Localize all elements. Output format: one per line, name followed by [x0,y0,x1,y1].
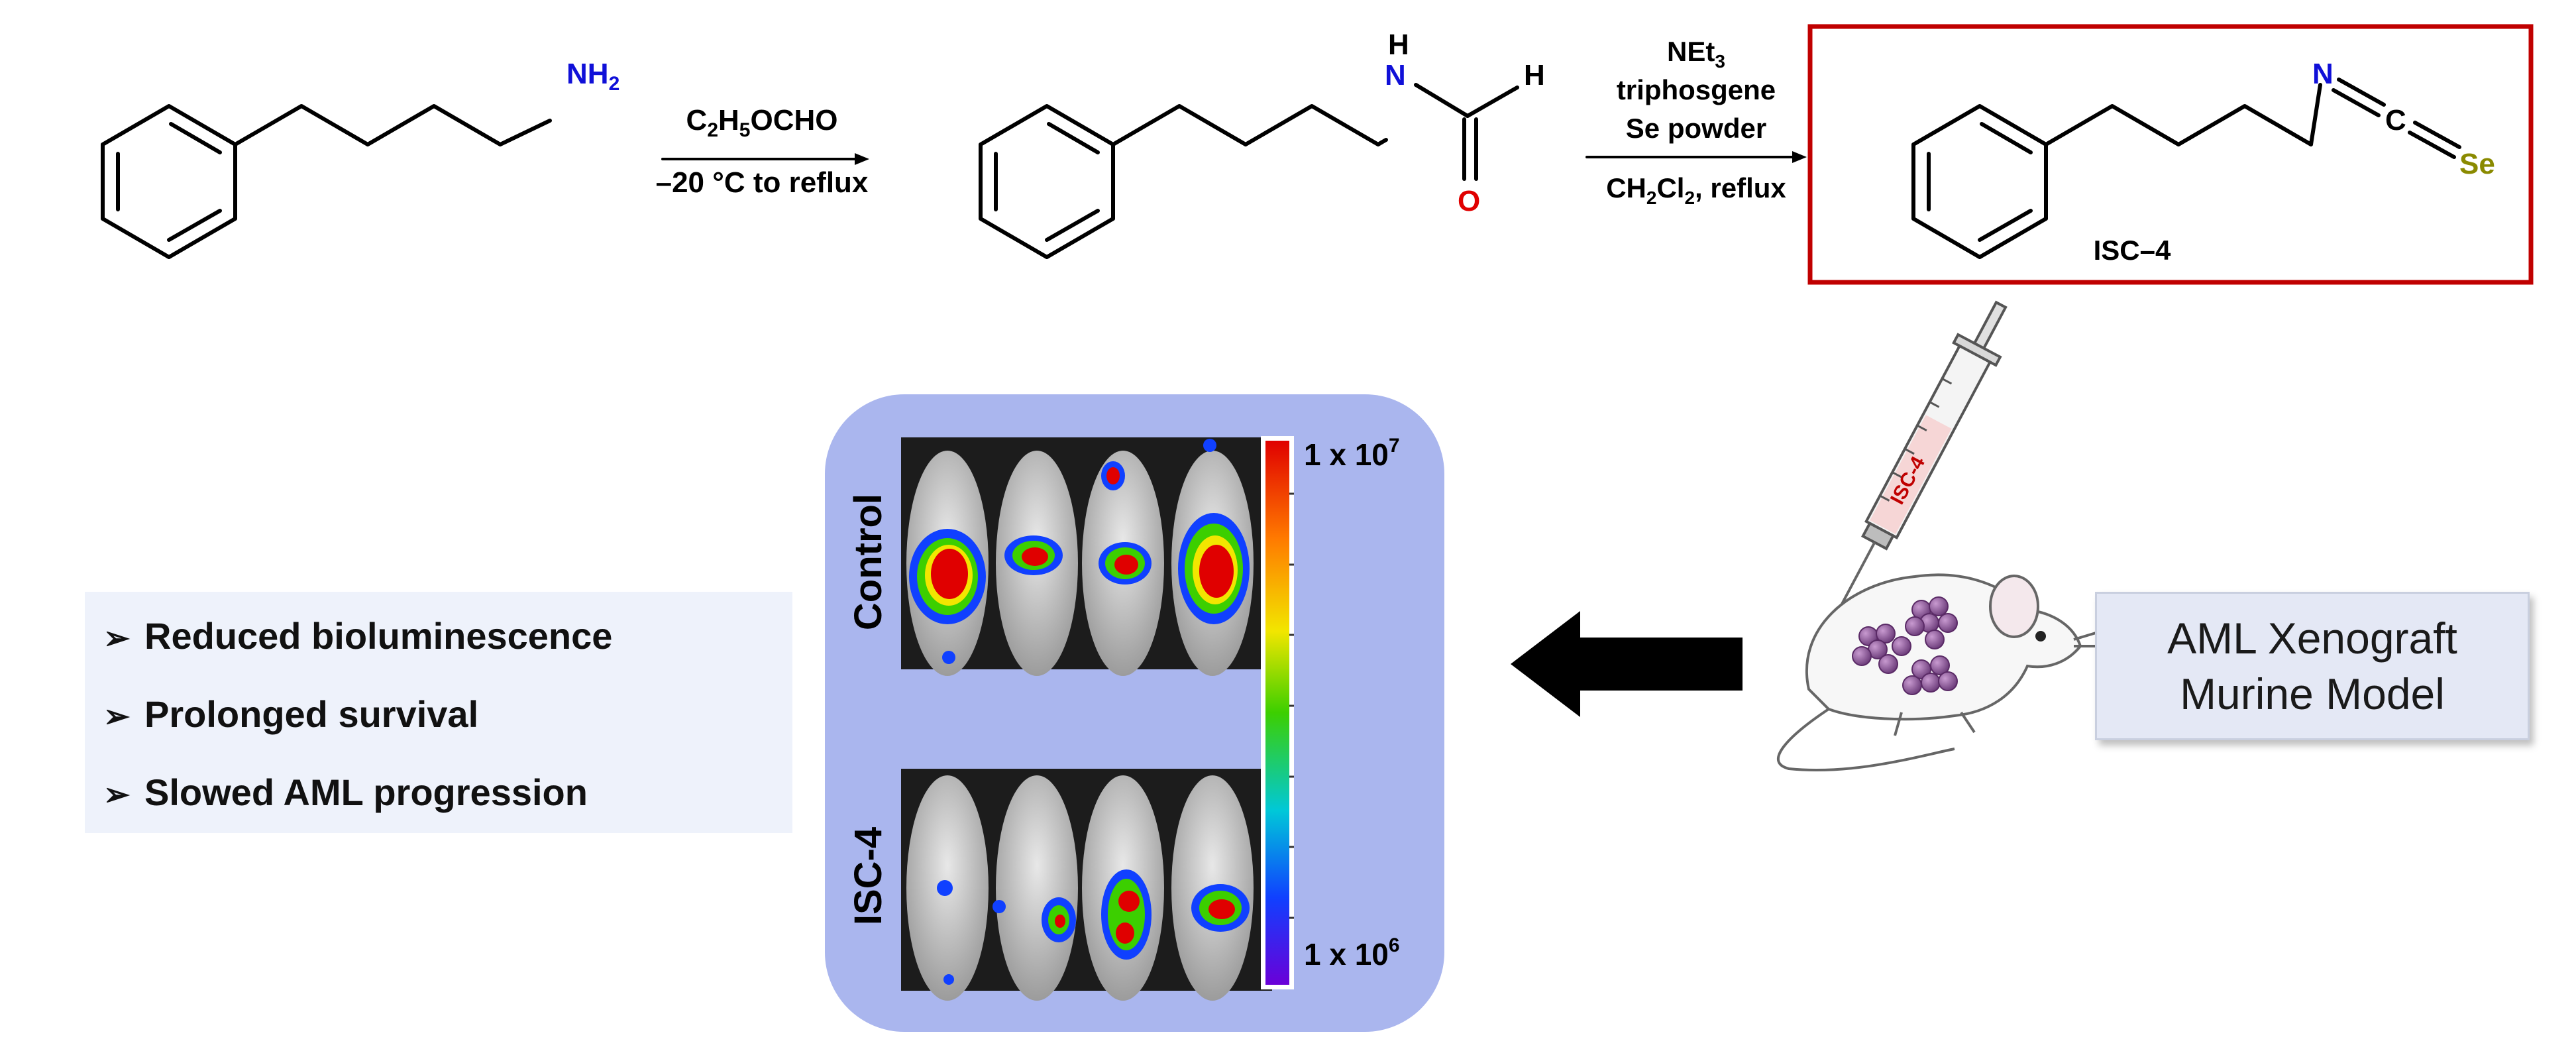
treated-image [901,769,1272,1001]
outcome-text: Reduced bioluminescence [144,615,613,657]
butyl-chain-2 [1111,104,1383,146]
formamide-ch-label: H [1524,59,1545,91]
arrowhead-bullet-icon: ➢ [103,621,131,656]
formamide-n-label: N [1385,59,1406,91]
treated-group-label: ISC-4 [847,827,890,925]
treated-signal-1 [937,880,954,985]
control-image [901,437,1272,676]
formamide-nh-label: H [1388,28,1409,61]
model-label-line2: Murine Model [2180,669,2445,718]
color-scale-bar: 1 x 107 1 x 106 [1261,435,1400,989]
control-signal-4 [1178,439,1250,624]
outcome-item: ➢ Reduced bioluminescence [103,614,612,657]
benzene-ring-1 [101,104,237,259]
treated-signal-2 [993,897,1076,942]
control-signal-3 [1099,461,1152,585]
c-eq-se-bond [2413,121,2461,149]
step2-reagents: NEt3 triphosgene Se powder CH2Cl2, reflu… [1606,36,1786,208]
step2-reagent-se: Se powder [1626,113,1766,144]
product-c-label: C [2385,104,2406,137]
n-eq-c-bond [2337,78,2386,107]
amine-label: NH2 [566,58,619,95]
outcome-item: ➢ Slowed AML progression [103,771,588,814]
scale-min-label: 1 x 106 [1304,934,1400,972]
reaction-scheme [101,78,2461,259]
atom-labels: NH2 N H H O N C Se [566,28,2495,217]
scale-max-label: 1 x 107 [1304,435,1400,472]
left-arrow-icon [1511,611,1743,717]
treated-signal-4 [1191,884,1250,932]
treated-signal-3 [1101,869,1152,960]
outcome-text: Slowed AML progression [144,771,588,813]
syringe-icon: ISC-4 [1825,300,2008,634]
step1-reagent: C2H5OCHO [686,104,838,141]
step2-reagent-triphosgene: triphosgene [1617,74,1776,105]
benzene-ring-3 [1911,104,2048,259]
product-highlight-box [1807,24,2534,285]
butyl-chain-1 [233,104,552,146]
step1-conditions: –20 °C to reflux [656,166,869,199]
model-label-line1: AML Xenograft [2167,614,2457,663]
product-se-label: Se [2459,148,2495,180]
outcome-text: Prolonged survival [144,693,479,735]
step2-conditions: CH2Cl2, reflux [1606,172,1786,208]
arrowhead-bullet-icon: ➢ [103,777,131,812]
benzene-ring-2 [979,104,1115,259]
control-group-label: Control [847,494,890,630]
arrowhead-bullet-icon: ➢ [103,699,131,734]
step2-reagent-net3: NEt3 [1667,36,1725,72]
product-name: ISC–4 [2094,235,2171,266]
tumor-cluster [1852,596,1958,695]
product-n-label: N [2312,58,2334,90]
step1-reagents: C2H5OCHO –20 °C to reflux [656,104,869,199]
mouse-icon [1776,573,2110,771]
outcomes-list: ➢ Reduced bioluminescence ➢ Prolonged surv… [85,592,792,833]
formamide-o-label: O [1458,185,1480,217]
outcome-item: ➢ Prolonged survival [103,693,478,736]
n-c-bond [1414,83,1470,118]
control-signal-1 [909,529,986,664]
control-signal-2 [1004,535,1063,575]
model-label-box: AML Xenograft Murine Model [2095,592,2530,740]
butyl-chain-3 [2044,104,2313,146]
